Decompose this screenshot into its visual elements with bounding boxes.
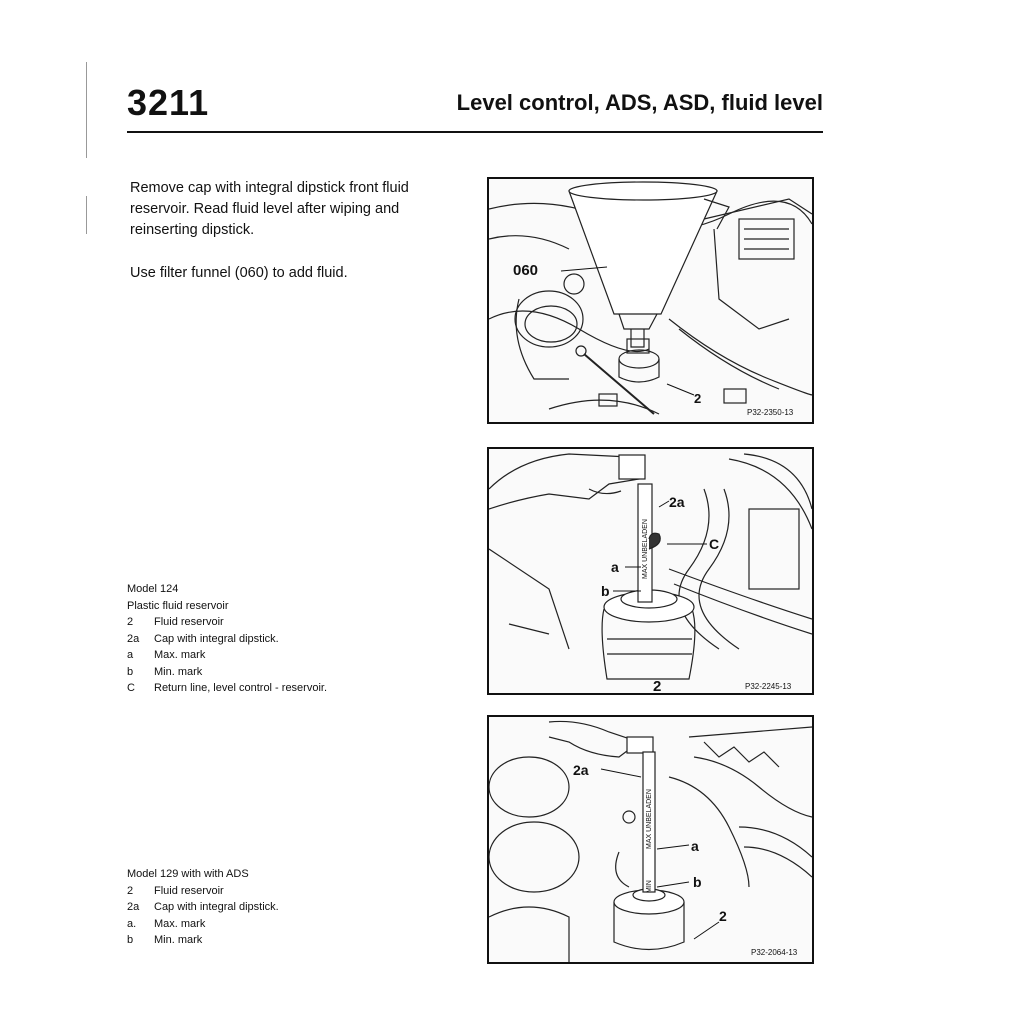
legend-key: a. (127, 917, 137, 930)
dipstick-marking: MIN (646, 880, 653, 893)
figure-filter-funnel: 060 2 P32-2350-13 (487, 177, 814, 424)
legend-text: Fluid reservoir (154, 616, 224, 628)
dipstick-marking: MAX UNBELADEN (642, 519, 649, 579)
callout-label: b (693, 874, 702, 890)
legend-text: Min. mark (154, 665, 203, 678)
figure-model-124-dipstick: MAX UNBELADEN 2a C a b 2 P32-2245-13 (487, 447, 814, 695)
legend-key: 2a (127, 901, 140, 913)
instruction-paragraph: Use filter funnel (060) to add fluid. (130, 265, 348, 281)
caption-model-124: Model 124 Plastic fluid reservoir 2 Flui… (127, 581, 327, 697)
dipstick-marking: MAX UNBELADEN (646, 789, 653, 849)
legend-key: C (127, 682, 135, 694)
caption-model-129: Model 129 with with ADS 2 Fluid reservoi… (127, 866, 279, 949)
callout-label: 2 (653, 678, 661, 693)
callout-label: 060 (513, 262, 538, 279)
legend-key: b (127, 665, 134, 678)
callout-label: b (601, 583, 610, 599)
header-rule (127, 131, 823, 133)
legend-item: a. Max. mark (127, 916, 279, 933)
caption-title: Model 124 (127, 583, 179, 595)
legend-item: 2a Cap with integral dipstick. (127, 631, 327, 648)
legend-item: C Return line, level control - reservoir… (127, 680, 327, 697)
instruction-paragraph: Remove cap with integral dipstick front … (130, 180, 409, 238)
legend-text: Return line, level control - reservoir. (154, 682, 328, 694)
legend-text: Min. mark (154, 934, 203, 946)
margin-mark (86, 62, 87, 158)
legend-text: Fluid reservoir (154, 884, 224, 897)
callout-label: a (691, 838, 699, 854)
figure-model-129-dipstick: MAX UNBELADEN MIN 2a a b 2 P32-2064-13 (487, 715, 814, 964)
legend-item: 2 Fluid reservoir (127, 614, 327, 631)
margin-change-bar (86, 196, 87, 234)
legend-item: a Max. mark (127, 647, 327, 664)
callout-label: a (611, 559, 619, 575)
legend-key: a (127, 649, 134, 661)
legend-item: 2 Fluid reservoir (127, 883, 279, 900)
figure-reference: P32-2064-13 (751, 948, 798, 957)
figure-reference: P32-2245-13 (745, 682, 792, 691)
section-number: 3211 (127, 82, 210, 123)
legend-key: 2a (127, 632, 140, 645)
legend-item: b Min. mark (127, 664, 327, 681)
callout-label: 2 (719, 908, 727, 924)
legend-key: b (127, 934, 134, 946)
legend-item: 2a Cap with integral dipstick. (127, 899, 279, 916)
legend-item: b Min. mark (127, 932, 279, 949)
legend-key: 2 (127, 884, 134, 897)
callout-label: 2a (573, 762, 589, 778)
legend-text: Max. mark (154, 917, 206, 930)
legend-text: Max. mark (154, 649, 206, 661)
caption-subtitle: Plastic fluid reservoir (127, 599, 229, 612)
callout-label: 2a (669, 494, 685, 510)
legend-key: 2 (127, 616, 134, 628)
callout-label: 2 (694, 391, 701, 406)
legend-text: Cap with integral dipstick. (154, 632, 279, 645)
caption-title: Model 129 with with ADS (127, 868, 249, 880)
figure-reference: P32-2350-13 (747, 408, 794, 417)
callout-label: C (709, 536, 719, 552)
legend-text: Cap with integral dipstick. (154, 901, 279, 913)
page-title: Level control, ADS, ASD, fluid level (456, 90, 823, 115)
